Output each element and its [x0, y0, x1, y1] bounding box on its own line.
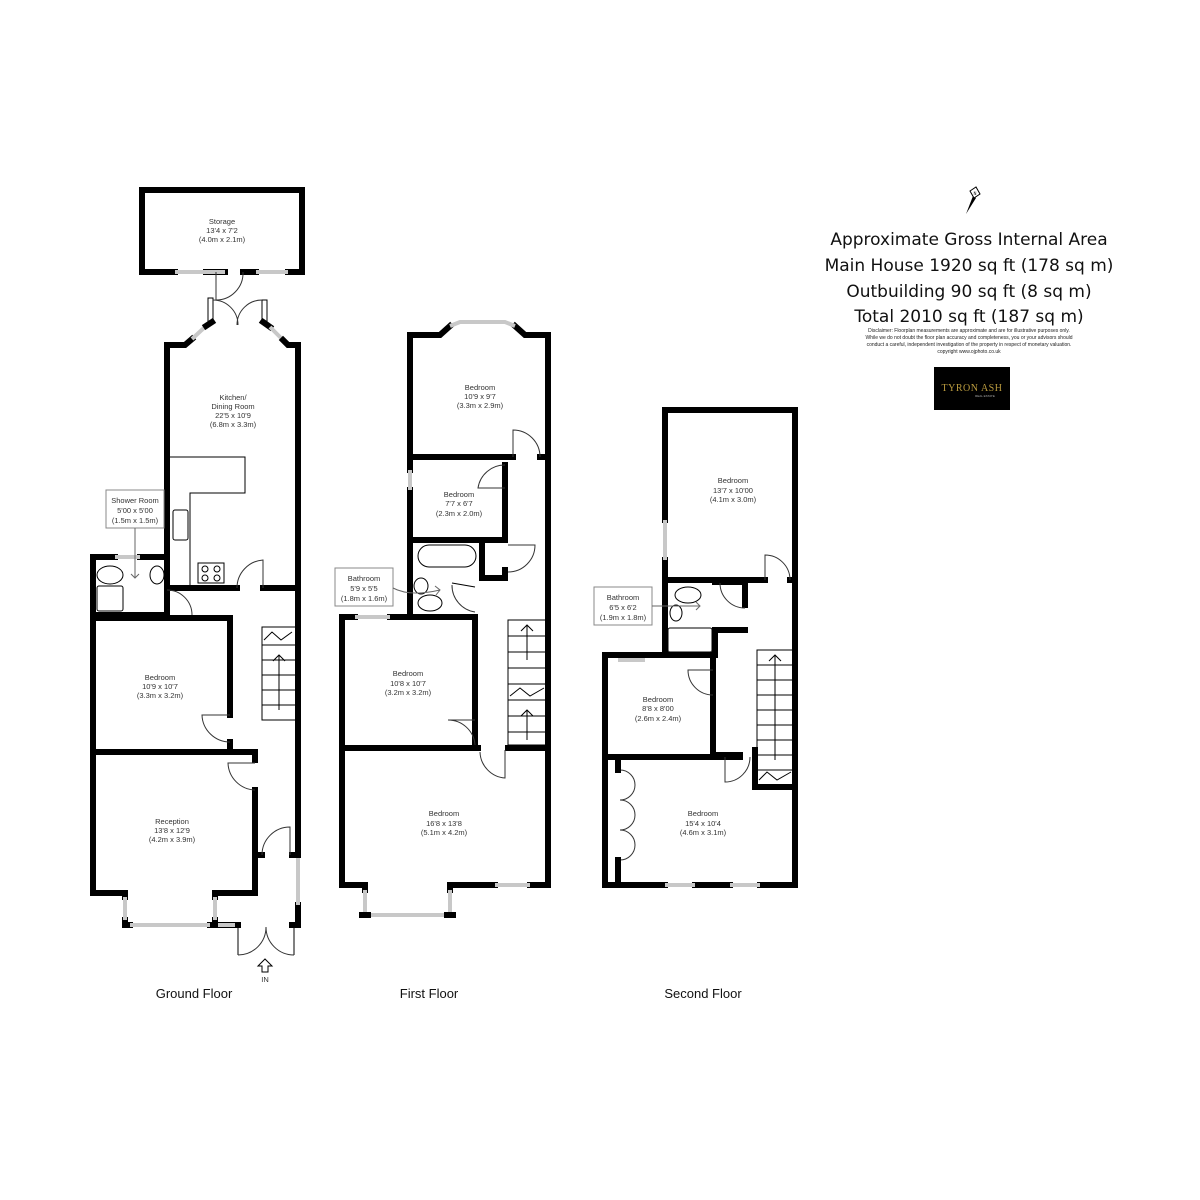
room-size-imperial: 10'8 x 10'7 [390, 679, 426, 688]
tyron-ash-logo: TYRON ASH REAL ESTATE [934, 367, 1010, 410]
room-size-imperial: 6'5 x 6'2 [609, 603, 636, 612]
room-size-metric: (6.8m x 3.3m) [210, 420, 257, 429]
room-name: Bedroom [429, 809, 459, 818]
copyright-line: copyright www.ojphoto.co.uk [937, 349, 1001, 355]
room-size-imperial: 5'9 x 5'5 [350, 584, 377, 593]
room-name: Bathroom [607, 593, 640, 602]
ground-bedroom-walls [90, 615, 297, 896]
room-name: Storage [209, 217, 235, 226]
room-label-ground-bedroom: Bedroom 10'9 x 10'7 (3.3m x 3.2m) [137, 673, 184, 700]
room-size-imperial: 5'00 x 5'00 [117, 506, 153, 515]
area-summary: Approximate Gross Internal Area Main Hou… [825, 230, 1114, 355]
room-size-metric: (4.2m x 3.9m) [149, 835, 196, 844]
room-label-kitchen: Kitchen/ Dining Room 22'5 x 10'9 (6.8m x… [210, 393, 257, 429]
room-name: Bedroom [688, 809, 718, 818]
area-main-house: Main House 1920 sq ft (178 sq m) [825, 256, 1114, 276]
room-name: Reception [155, 817, 189, 826]
room-label-first-bedroom-3: Bedroom 10'8 x 10'7 (3.2m x 3.2m) [385, 669, 432, 697]
room-size-metric: (1.9m x 1.8m) [600, 613, 647, 622]
room-size-imperial: 10'9 x 10'7 [142, 682, 178, 691]
room-name: Shower Room [111, 496, 159, 505]
room-label-second-bathroom: Bathroom 6'5 x 6'2 (1.9m x 1.8m) [593, 586, 701, 626]
room-size-metric: (4.1m x 3.0m) [710, 495, 757, 504]
room-size-metric: (2.6m x 2.4m) [635, 714, 682, 723]
room-name: Bedroom [444, 490, 474, 499]
room-name: Bedroom [393, 669, 423, 678]
room-size-metric: (5.1m x 4.2m) [421, 828, 468, 837]
room-size-imperial: 7'7 x 6'7 [445, 499, 472, 508]
ground-floor-label: Ground Floor [156, 986, 233, 1001]
room-label-first-bedroom-1: Bedroom 10'9 x 9'7 (3.3m x 2.9m) [457, 383, 504, 410]
room-size-imperial: 13'7 x 10'00 [713, 486, 753, 495]
second-floor-plan [602, 407, 798, 888]
room-size-metric: (3.2m x 3.2m) [385, 688, 432, 697]
room-label-first-bedroom-2: Bedroom 7'7 x 6'7 (2.3m x 2.0m) [436, 490, 483, 518]
room-name: Kitchen/ [219, 393, 247, 402]
room-size-imperial: 13'8 x 12'9 [154, 826, 190, 835]
reception-walls [90, 826, 301, 973]
room-label-second-bedroom-2: Bedroom 8'8 x 8'00 (2.6m x 2.4m) [635, 695, 682, 723]
room-size-metric: (1.8m x 1.6m) [341, 594, 388, 603]
kitchen-walls [164, 297, 301, 858]
room-label-reception: Reception 13'8 x 12'9 (4.2m x 3.9m) [149, 817, 196, 844]
room-size-metric: (2.3m x 2.0m) [436, 509, 483, 518]
room-name: Bedroom [643, 695, 673, 704]
room-size-metric: (4.0m x 2.1m) [199, 235, 246, 244]
room-size-imperial: 22'5 x 10'9 [215, 411, 251, 420]
room-size-imperial: 8'8 x 8'00 [642, 704, 674, 713]
room-size-metric: (3.3m x 2.9m) [457, 401, 504, 410]
room-label-first-bedroom-4: Bedroom 16'8 x 13'8 (5.1m x 4.2m) [421, 809, 468, 837]
room-label-first-bathroom: Bathroom 5'9 x 5'5 (1.8m x 1.6m) [334, 567, 441, 607]
room-name: Bedroom [718, 476, 748, 485]
entrance-label: IN [261, 975, 269, 984]
room-labels: Storage 13'4 x 7'2 (4.0m x 2.1m) Kitchen… [105, 217, 757, 984]
logo-name: TYRON ASH [942, 383, 1003, 394]
second-floor-label: Second Floor [664, 986, 742, 1001]
room-size-metric: (1.5m x 1.5m) [112, 516, 159, 525]
room-name: Bathroom [348, 574, 381, 583]
room-size-imperial: 13'4 x 7'2 [206, 226, 238, 235]
room-size-imperial: 10'9 x 9'7 [464, 392, 496, 401]
floor-labels: Ground Floor First Floor Second Floor [156, 986, 743, 1001]
compass-label: N [974, 191, 977, 196]
room-name: Bedroom [465, 383, 495, 392]
area-total: Total 2010 sq ft (187 sq m) [853, 307, 1083, 327]
room-label-storage: Storage 13'4 x 7'2 (4.0m x 2.1m) [199, 217, 246, 244]
room-name: Dining Room [211, 402, 254, 411]
disclaimer-line: conduct a careful, independent investiga… [867, 342, 1072, 348]
first-floor-plan [339, 320, 551, 918]
ground-floor-plan [90, 187, 305, 973]
logo-sub: REAL ESTATE [975, 394, 995, 398]
room-size-metric: (3.3m x 3.2m) [137, 691, 184, 700]
disclaimer-line: While we do not doubt the floor plan acc… [865, 335, 1072, 341]
room-label-second-bedroom-1: Bedroom 13'7 x 10'00 (4.1m x 3.0m) [710, 476, 757, 504]
room-label-second-bedroom-3: Bedroom 15'4 x 10'4 (4.6m x 3.1m) [680, 809, 727, 837]
room-size-imperial: 16'8 x 13'8 [426, 819, 462, 828]
room-size-metric: (4.6m x 3.1m) [680, 828, 727, 837]
area-outbuilding: Outbuilding 90 sq ft (8 sq m) [846, 282, 1091, 302]
first-floor-label: First Floor [400, 986, 459, 1001]
disclaimer-line: Disclaimer: Floorplan measurements are a… [868, 328, 1070, 334]
room-name: Bedroom [145, 673, 175, 682]
north-arrow-icon: N [966, 186, 981, 214]
room-size-imperial: 15'4 x 10'4 [685, 819, 721, 828]
entrance-arrow-icon [256, 958, 274, 973]
area-title: Approximate Gross Internal Area [830, 230, 1107, 250]
room-label-shower-room: Shower Room 5'00 x 5'00 (1.5m x 1.5m) [105, 489, 165, 579]
storage-walls [139, 187, 305, 301]
